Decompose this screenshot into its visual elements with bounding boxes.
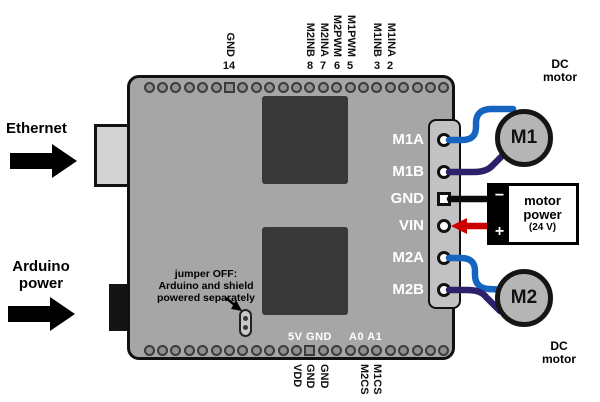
minus-terminal: −	[494, 187, 505, 204]
jumper-note-line2: Arduino and shield	[158, 280, 254, 292]
pin-hole	[156, 345, 168, 356]
pin-hole	[357, 82, 369, 93]
pin-hole	[424, 82, 436, 93]
pin-hole	[264, 345, 276, 356]
wire-m1b	[445, 150, 508, 176]
pin-label-vin: VIN	[398, 217, 424, 234]
ethernet-arrow	[10, 144, 77, 178]
arduino-pin-number: 5	[346, 60, 354, 72]
pin-hole	[170, 82, 182, 93]
pin-hole	[424, 345, 436, 356]
pin-hole	[237, 82, 249, 93]
driver-chip-top	[262, 96, 348, 184]
pin-hole	[156, 82, 168, 93]
jumper-hole	[243, 315, 248, 321]
pin-hole	[183, 345, 195, 356]
arduino-power-connector	[109, 284, 132, 331]
pin-hole	[304, 345, 316, 356]
arduino-pin-number: 7	[319, 60, 327, 72]
wire-m1a	[445, 105, 517, 144]
pin-hole	[210, 82, 222, 93]
pin-hole	[237, 345, 249, 356]
arduino-power-arrow	[8, 297, 75, 331]
pin-hole	[304, 82, 316, 93]
pin-hole	[438, 345, 450, 356]
motor-m1: M1	[495, 109, 553, 167]
pin-hole	[210, 345, 222, 356]
pin-hole	[277, 345, 289, 356]
pin-hole	[384, 345, 396, 356]
pin-vin	[437, 219, 451, 233]
ethernet-label: Ethernet	[6, 120, 67, 137]
wire-m2b	[445, 286, 504, 315]
silk-a0-a1: A0 A1	[349, 331, 383, 343]
driver-chip-bottom	[262, 227, 348, 315]
pin-label-m2b: M2B	[392, 281, 424, 298]
plus-terminal: +	[494, 223, 505, 240]
pin-hole	[411, 82, 423, 93]
pin-hole	[170, 345, 182, 356]
pin-hole	[411, 345, 423, 356]
arduino-pin-number: 2	[386, 60, 394, 72]
motor-power-supply: − + motor power (24 V)	[487, 183, 579, 245]
pin-hole	[438, 82, 450, 93]
pin-hole	[143, 82, 155, 93]
arduino-pin-number: 6	[333, 60, 341, 72]
jumper-hole	[243, 325, 248, 331]
pin-hole	[250, 345, 262, 356]
pin-hole	[290, 82, 302, 93]
dc-motor-caption-m1: DC motor	[543, 57, 577, 84]
pin-hole	[197, 82, 209, 93]
jumper-pointer-head	[231, 300, 242, 311]
pin-hole	[183, 82, 195, 93]
pin-hole	[384, 82, 396, 93]
pin-hole	[317, 82, 329, 93]
pin-hole	[250, 82, 262, 93]
pin-label-m2a: M2A	[392, 249, 424, 266]
arduino-pin-number: 8	[306, 60, 314, 72]
vin-arrowhead	[451, 218, 467, 234]
dc-motor-caption-m2: DC motor	[542, 339, 576, 366]
pin-hole	[344, 82, 356, 93]
power-supply-label: motor power (24 V)	[523, 193, 562, 234]
ethernet-connector	[94, 124, 132, 187]
pin-hole	[223, 82, 235, 93]
pin-hole	[197, 345, 209, 356]
pin-hole	[344, 345, 356, 356]
arduino-power-label: Arduino power	[12, 258, 70, 292]
pin-hole	[331, 345, 343, 356]
pin-hole	[357, 345, 369, 356]
power-terminal-strip: − +	[490, 186, 509, 242]
pin-hole	[290, 345, 302, 356]
pin-hole	[331, 82, 343, 93]
power-jumper	[239, 309, 252, 337]
right-pin-strip	[428, 119, 461, 309]
arduino-pin-number: 3	[373, 60, 381, 72]
pin-hole	[398, 82, 410, 93]
pin-hole	[143, 345, 155, 356]
pin-hole	[277, 82, 289, 93]
pin-hole	[223, 345, 235, 356]
pin-label-m1b: M1B	[392, 163, 424, 180]
jumper-note-line1: jumper OFF:	[174, 268, 238, 280]
pin-hole	[371, 82, 383, 93]
pin-hole	[264, 82, 276, 93]
motor-m2: M2	[495, 269, 553, 327]
pin-hole	[398, 345, 410, 356]
wire-m2a	[445, 254, 510, 294]
pin-hole	[371, 345, 383, 356]
arduino-pin-number: 14	[222, 60, 236, 72]
pin-label-m1a: M1A	[392, 131, 424, 148]
pin-label-gnd: GND	[390, 190, 424, 207]
power-supply-voltage: (24 V)	[528, 222, 557, 233]
pin-hole	[317, 345, 329, 356]
silk-5v-gnd: 5V GND	[288, 331, 332, 343]
